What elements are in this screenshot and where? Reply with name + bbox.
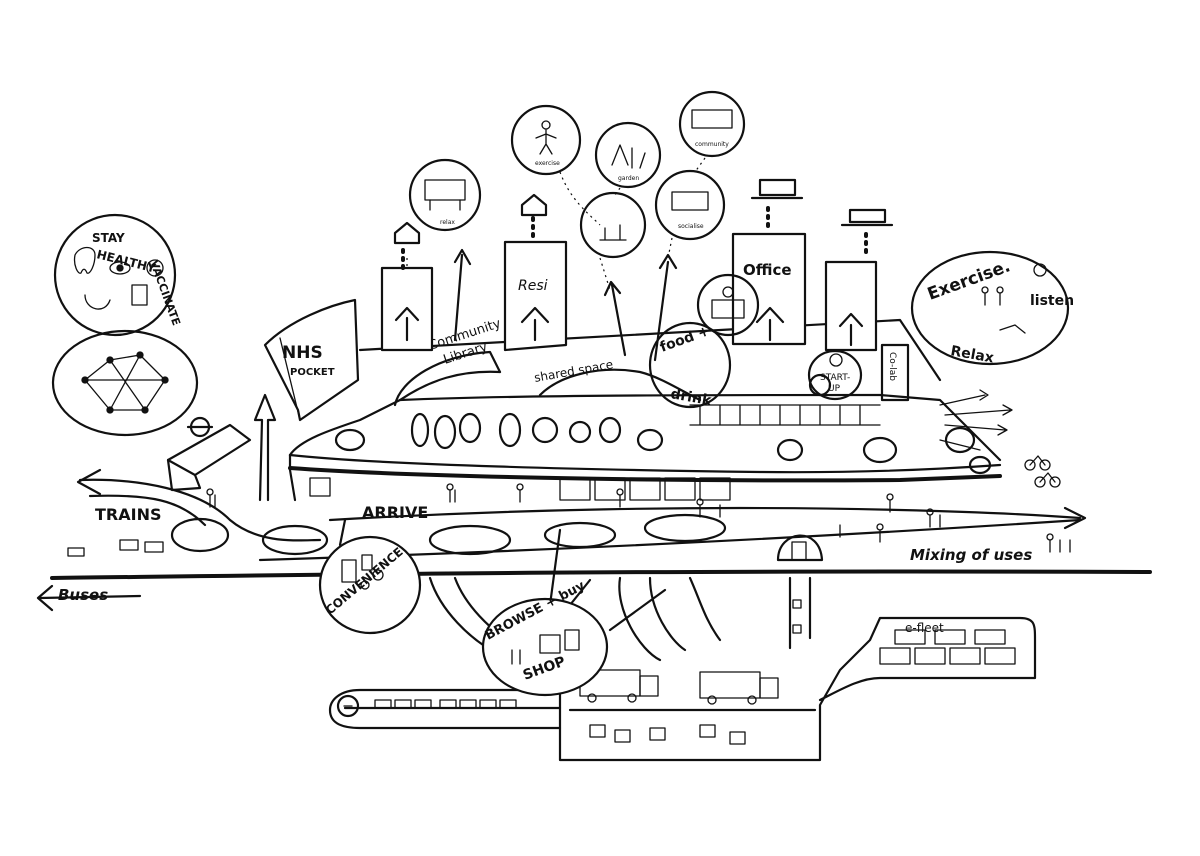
e-fleet-label: e-fleet	[905, 621, 944, 635]
growth-arrow	[253, 393, 277, 502]
exercise-small-label: exercise	[535, 160, 560, 167]
arrive-label: ARRIVE	[362, 503, 428, 522]
outward-arrows	[939, 389, 1013, 451]
retail-frontage	[309, 477, 731, 501]
people-crowd	[206, 483, 1071, 553]
pocket-label: POCKET	[290, 367, 335, 378]
shared-space-label: shared space	[533, 357, 614, 385]
laptop-icon	[840, 208, 894, 227]
start-up-bubble: START- UP	[807, 349, 863, 401]
nhs-label: NHS	[282, 343, 323, 363]
tower-office: Office	[731, 178, 807, 346]
underground-logistics: e-fleet	[328, 576, 1037, 762]
planter-island	[261, 524, 329, 556]
laptop-icon	[750, 178, 804, 200]
delivery-trucks	[579, 669, 779, 745]
office-label: Office	[743, 261, 792, 279]
mixing-label: Mixing of uses	[910, 546, 1032, 564]
home-icon	[520, 193, 548, 217]
lightbulb-icon	[829, 353, 843, 367]
resi-label: Resi	[518, 278, 548, 294]
roundabout	[170, 517, 230, 553]
growth-arrow	[603, 280, 627, 357]
pergola-structure	[689, 404, 881, 426]
tower-4	[824, 208, 894, 352]
station-building	[166, 416, 252, 492]
buses-arrow	[36, 584, 142, 612]
vaccine-box-icon	[131, 284, 148, 306]
socialise-left-bubble	[579, 191, 647, 259]
tunnel-portal-icon	[336, 694, 360, 718]
garden-bubble: garden	[594, 121, 662, 189]
relax-label: Relax	[949, 343, 995, 366]
relax-small-label: relax	[440, 219, 455, 226]
socialise-bubble: socialise	[654, 169, 726, 241]
co-working-bubble	[696, 273, 760, 337]
start-up-label-2: UP	[828, 384, 841, 394]
bike-icon	[1024, 455, 1061, 488]
trees	[334, 373, 992, 475]
shared-space-deck	[538, 368, 702, 402]
co-lab-label: Co-lab	[887, 352, 897, 381]
health-bubble: STAY HEALTHY VACCINATE	[53, 213, 183, 337]
browse-shop-bubble: BROWSE + buy SHOP	[481, 528, 667, 697]
growth-arrow	[453, 248, 472, 342]
network-graph-icon	[81, 351, 169, 414]
listen-label: listen	[1030, 293, 1074, 309]
virus-icon	[146, 259, 164, 277]
tower-resi: Resi	[503, 193, 568, 352]
mixing-arrow	[1063, 506, 1087, 530]
trains-arrow	[76, 468, 102, 496]
delivery-train	[374, 699, 517, 709]
community-small-label: community	[695, 141, 729, 148]
community-bubble: community	[678, 90, 746, 158]
food-label: food +	[658, 323, 712, 356]
nhs-pocket-building: NHS POCKET	[253, 298, 360, 502]
growth-arrow	[653, 253, 678, 362]
tower-1	[380, 221, 434, 352]
start-up-label: START-	[820, 373, 850, 383]
community-library-building	[393, 350, 502, 407]
vaccinate-label: VACCINATE	[147, 259, 183, 328]
garden-small-label: garden	[618, 175, 639, 182]
tooth-icon	[73, 246, 96, 274]
buses-label: Buses	[58, 586, 108, 604]
stay-label: STAY	[92, 231, 125, 245]
e-fleet-vans	[879, 629, 1016, 665]
entrance-pod	[776, 534, 824, 562]
street-level: Buses TRAINS ARRIVE Mixing of uses	[36, 455, 1152, 612]
network-bubble	[51, 329, 199, 437]
exercise-bubble: exercise	[510, 104, 582, 176]
eye-icon	[109, 261, 131, 275]
food-drink-bubble: food + drink	[648, 321, 732, 409]
drink-label: drink	[669, 386, 713, 409]
service-tunnel	[328, 688, 562, 730]
socialise-small-label: socialise	[678, 223, 704, 230]
planter-island	[543, 521, 617, 549]
home-icon	[393, 221, 421, 245]
people-icons	[981, 263, 1047, 334]
planter-island	[643, 513, 727, 543]
wellbeing-bubble: Exercise. listen Relax	[910, 250, 1074, 367]
co-lab-tower: Co-lab	[880, 343, 910, 402]
planter-island	[428, 524, 512, 556]
shoppers-icon	[511, 629, 580, 665]
vehicles	[67, 539, 164, 557]
relax-bubble: relax	[408, 158, 482, 232]
trains-label: TRAINS	[95, 505, 161, 524]
groceries-icon	[341, 554, 384, 590]
stethoscope-icon	[84, 294, 111, 310]
trains-path	[78, 478, 322, 542]
convenience-bubble: CONVENIENCE	[318, 518, 422, 635]
warehouse	[558, 616, 1037, 762]
